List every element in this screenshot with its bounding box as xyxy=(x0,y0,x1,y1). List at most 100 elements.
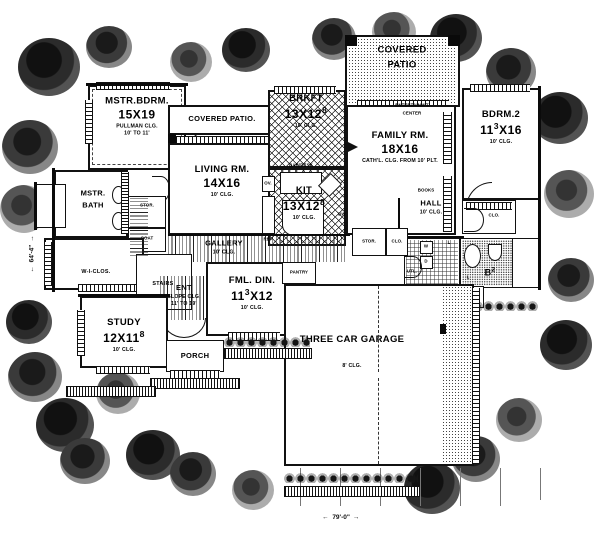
master-bath-tub-deck xyxy=(36,184,66,228)
shrub-row xyxy=(224,336,310,349)
label-hall: HALL 10' CLG. xyxy=(419,198,443,216)
landscape-bed xyxy=(284,486,420,497)
label-bar-desk: BAR/DESK xyxy=(289,162,313,168)
label-closet-2: CLO. xyxy=(391,238,403,244)
gallery-wall xyxy=(168,234,350,237)
label-living-room: LIVING RM. 14X16 10' CLG. xyxy=(194,164,250,199)
breakfast-window xyxy=(274,86,336,94)
room-walk-in-closet xyxy=(44,238,144,290)
family-room-shelving xyxy=(443,112,452,164)
room-porch-front xyxy=(166,340,224,372)
tree-icon xyxy=(2,120,58,174)
tree-icon xyxy=(86,26,132,68)
room-storage-2 xyxy=(352,228,386,256)
shrub-row xyxy=(284,472,418,486)
tree-icon xyxy=(222,28,270,72)
exterior-wall-top xyxy=(86,83,188,86)
tree-icon xyxy=(540,320,592,370)
label-covered-patio-top: COVERED PATIO xyxy=(377,44,427,70)
stairs-upper-run xyxy=(130,198,148,256)
patio-post xyxy=(345,35,357,46)
tree-icon xyxy=(6,300,52,344)
master-bath-vanity xyxy=(121,172,129,234)
tree-icon xyxy=(548,258,594,302)
patio-post xyxy=(448,35,460,46)
breakfast-tile-texture xyxy=(270,92,344,166)
kitchen-island xyxy=(282,200,324,236)
driveway-line xyxy=(420,468,421,506)
label-books: BOOKS xyxy=(417,187,435,193)
gallery-floor-texture xyxy=(168,236,348,262)
tree-icon xyxy=(532,92,588,144)
closet-shelving xyxy=(78,284,138,292)
study-window xyxy=(77,310,85,356)
tree-icon xyxy=(8,352,62,402)
garage-door xyxy=(472,288,480,464)
patio-post xyxy=(168,134,176,143)
label-formal-dining: FML. DIN. 113X12 10' CLG. xyxy=(228,275,276,312)
room-study xyxy=(80,296,168,368)
landscape-bed xyxy=(150,378,240,389)
exterior-wall-right xyxy=(538,86,541,290)
family-room-pointer-icon xyxy=(348,142,358,152)
tree-icon xyxy=(232,470,274,510)
label-porch-front: PORCH xyxy=(180,350,210,360)
dimension-overall-width: ← 79'-0" → xyxy=(322,514,361,521)
tree-icon xyxy=(544,170,594,218)
washer-appliance xyxy=(420,241,433,254)
tree-icon xyxy=(170,452,216,496)
driveway-line xyxy=(500,468,501,506)
garage-apron-texture xyxy=(442,286,472,464)
hall-wall xyxy=(398,236,464,239)
label-master-bath: MSTR. BATH xyxy=(80,188,106,210)
label-entertainment-center: ENTERTAINM'T CENTER xyxy=(395,102,429,116)
label-oven: OV. xyxy=(264,180,272,186)
label-bath-2: B2 xyxy=(484,266,496,278)
exterior-wall-left xyxy=(52,168,55,292)
label-linen: L xyxy=(447,239,451,245)
label-study: STUDY 12X118 10' CLG. xyxy=(103,317,145,354)
bath2-tub xyxy=(464,244,481,268)
master-bedroom-ceiling-outline xyxy=(92,89,182,165)
label-dryer: D xyxy=(424,258,428,264)
bath2-toilet xyxy=(488,244,502,261)
tree-icon xyxy=(170,42,212,82)
exterior-wall xyxy=(78,294,170,297)
label-family-room: FAMILY RM. 18X16 CATH'L. CLG. FROM 10' P… xyxy=(362,130,438,165)
label-master-bedroom: MSTR.BDRM. 15X19 PULLMAN CLG. 10' TO 11' xyxy=(105,95,169,137)
driveway-line xyxy=(540,468,541,500)
master-bedroom-window xyxy=(96,82,170,90)
label-dishwasher: DW xyxy=(338,211,346,217)
label-kitchen: KIT 13X128 10' CLG. xyxy=(282,185,326,222)
driveway-line xyxy=(460,468,461,506)
landscape-bed xyxy=(224,348,312,359)
room-family-room xyxy=(346,105,456,235)
label-walk-in-closet: W-I-CLOS. xyxy=(81,268,111,275)
bath2-shower-enclosure xyxy=(512,238,540,288)
garage-stall-divider xyxy=(378,286,379,372)
label-closet: CLO. xyxy=(488,212,500,218)
closet-shelf xyxy=(466,202,512,210)
closet-door xyxy=(464,208,484,232)
label-washer: W xyxy=(423,243,429,249)
entry-door-2 xyxy=(184,318,206,338)
label-covered-patio-left: COVERED PATIO. xyxy=(188,113,256,123)
dimension-overall-depth: ← 64'-4" → xyxy=(28,234,36,273)
room-pantry xyxy=(282,262,316,284)
bedroom-2-window xyxy=(470,84,530,92)
tree-icon xyxy=(496,398,542,442)
utility-door xyxy=(404,256,422,278)
patio-texture xyxy=(348,38,457,104)
landscape-bed xyxy=(66,386,156,397)
label-storage-2: STOR. xyxy=(362,238,376,244)
label-gallery: GALLERY 10' CLG. xyxy=(205,238,243,256)
label-bedroom-2: BDRM.2 113X16 10' CLG. xyxy=(480,109,522,146)
label-entry: ENT SLOPE CLG. 11' TO 19' xyxy=(167,282,201,308)
label-pantry: PANTRY xyxy=(289,269,309,275)
room-covered-patio-left xyxy=(168,105,276,135)
master-bedroom-window xyxy=(85,100,93,144)
closet-shelving xyxy=(44,242,52,286)
kitchen-counter-left xyxy=(262,196,275,234)
family-room-bookcase xyxy=(443,176,452,232)
